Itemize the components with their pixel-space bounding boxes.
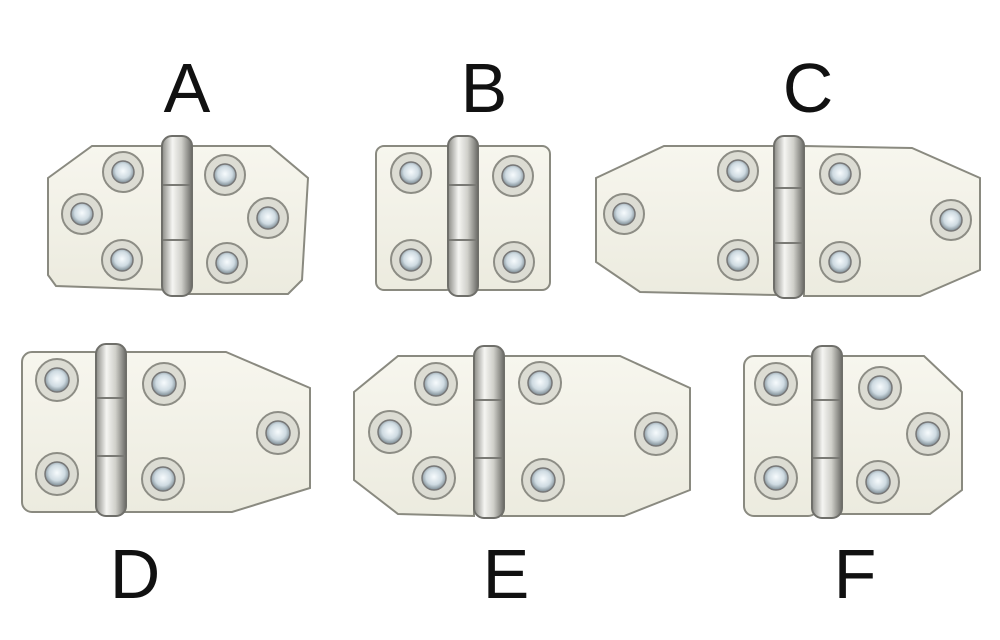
hinge-label-e: E: [483, 535, 530, 613]
screw-hole-icon: [492, 155, 534, 197]
hinge-d-icon: [21, 343, 311, 517]
hinge-label-d: D: [110, 535, 161, 613]
screw-hole-icon: [102, 151, 144, 193]
hinge-c-icon: [595, 135, 981, 299]
screw-hole-icon: [521, 458, 565, 502]
screw-hole-icon: [142, 362, 186, 406]
screw-hole-icon: [754, 362, 798, 406]
screw-hole-icon: [256, 411, 300, 455]
hinge-label-f: F: [834, 535, 877, 613]
hinge-label-a: A: [164, 49, 211, 127]
screw-hole-icon: [930, 199, 972, 241]
screw-hole-icon: [61, 193, 103, 235]
screw-hole-icon: [819, 241, 861, 283]
screw-hole-icon: [518, 361, 562, 405]
screw-hole-icon: [390, 239, 432, 281]
screw-hole-icon: [101, 239, 143, 281]
screw-hole-icon: [204, 154, 246, 196]
screw-hole-icon: [35, 452, 79, 496]
hinge-b-icon: [375, 135, 551, 297]
screw-hole-icon: [819, 153, 861, 195]
screw-hole-icon: [717, 150, 759, 192]
hinge-f-icon: [743, 345, 963, 519]
hinge-label-c: C: [783, 49, 834, 127]
screw-hole-icon: [414, 362, 458, 406]
screw-hole-icon: [493, 241, 535, 283]
hinge-label-b: B: [461, 49, 508, 127]
screw-hole-icon: [368, 410, 412, 454]
screw-hole-icon: [754, 456, 798, 500]
hinge-a-icon: [47, 135, 310, 297]
screw-hole-icon: [390, 152, 432, 194]
screw-hole-icon: [634, 412, 678, 456]
screw-hole-icon: [603, 193, 645, 235]
screw-hole-icon: [141, 457, 185, 501]
screw-hole-icon: [412, 456, 456, 500]
screw-hole-icon: [858, 366, 902, 410]
screw-hole-icon: [856, 460, 900, 504]
screw-hole-icon: [35, 358, 79, 402]
screw-hole-icon: [717, 239, 759, 281]
hinge-e-icon: [353, 345, 691, 519]
screw-hole-icon: [247, 197, 289, 239]
screw-hole-icon: [206, 242, 248, 284]
screw-hole-icon: [906, 412, 950, 456]
